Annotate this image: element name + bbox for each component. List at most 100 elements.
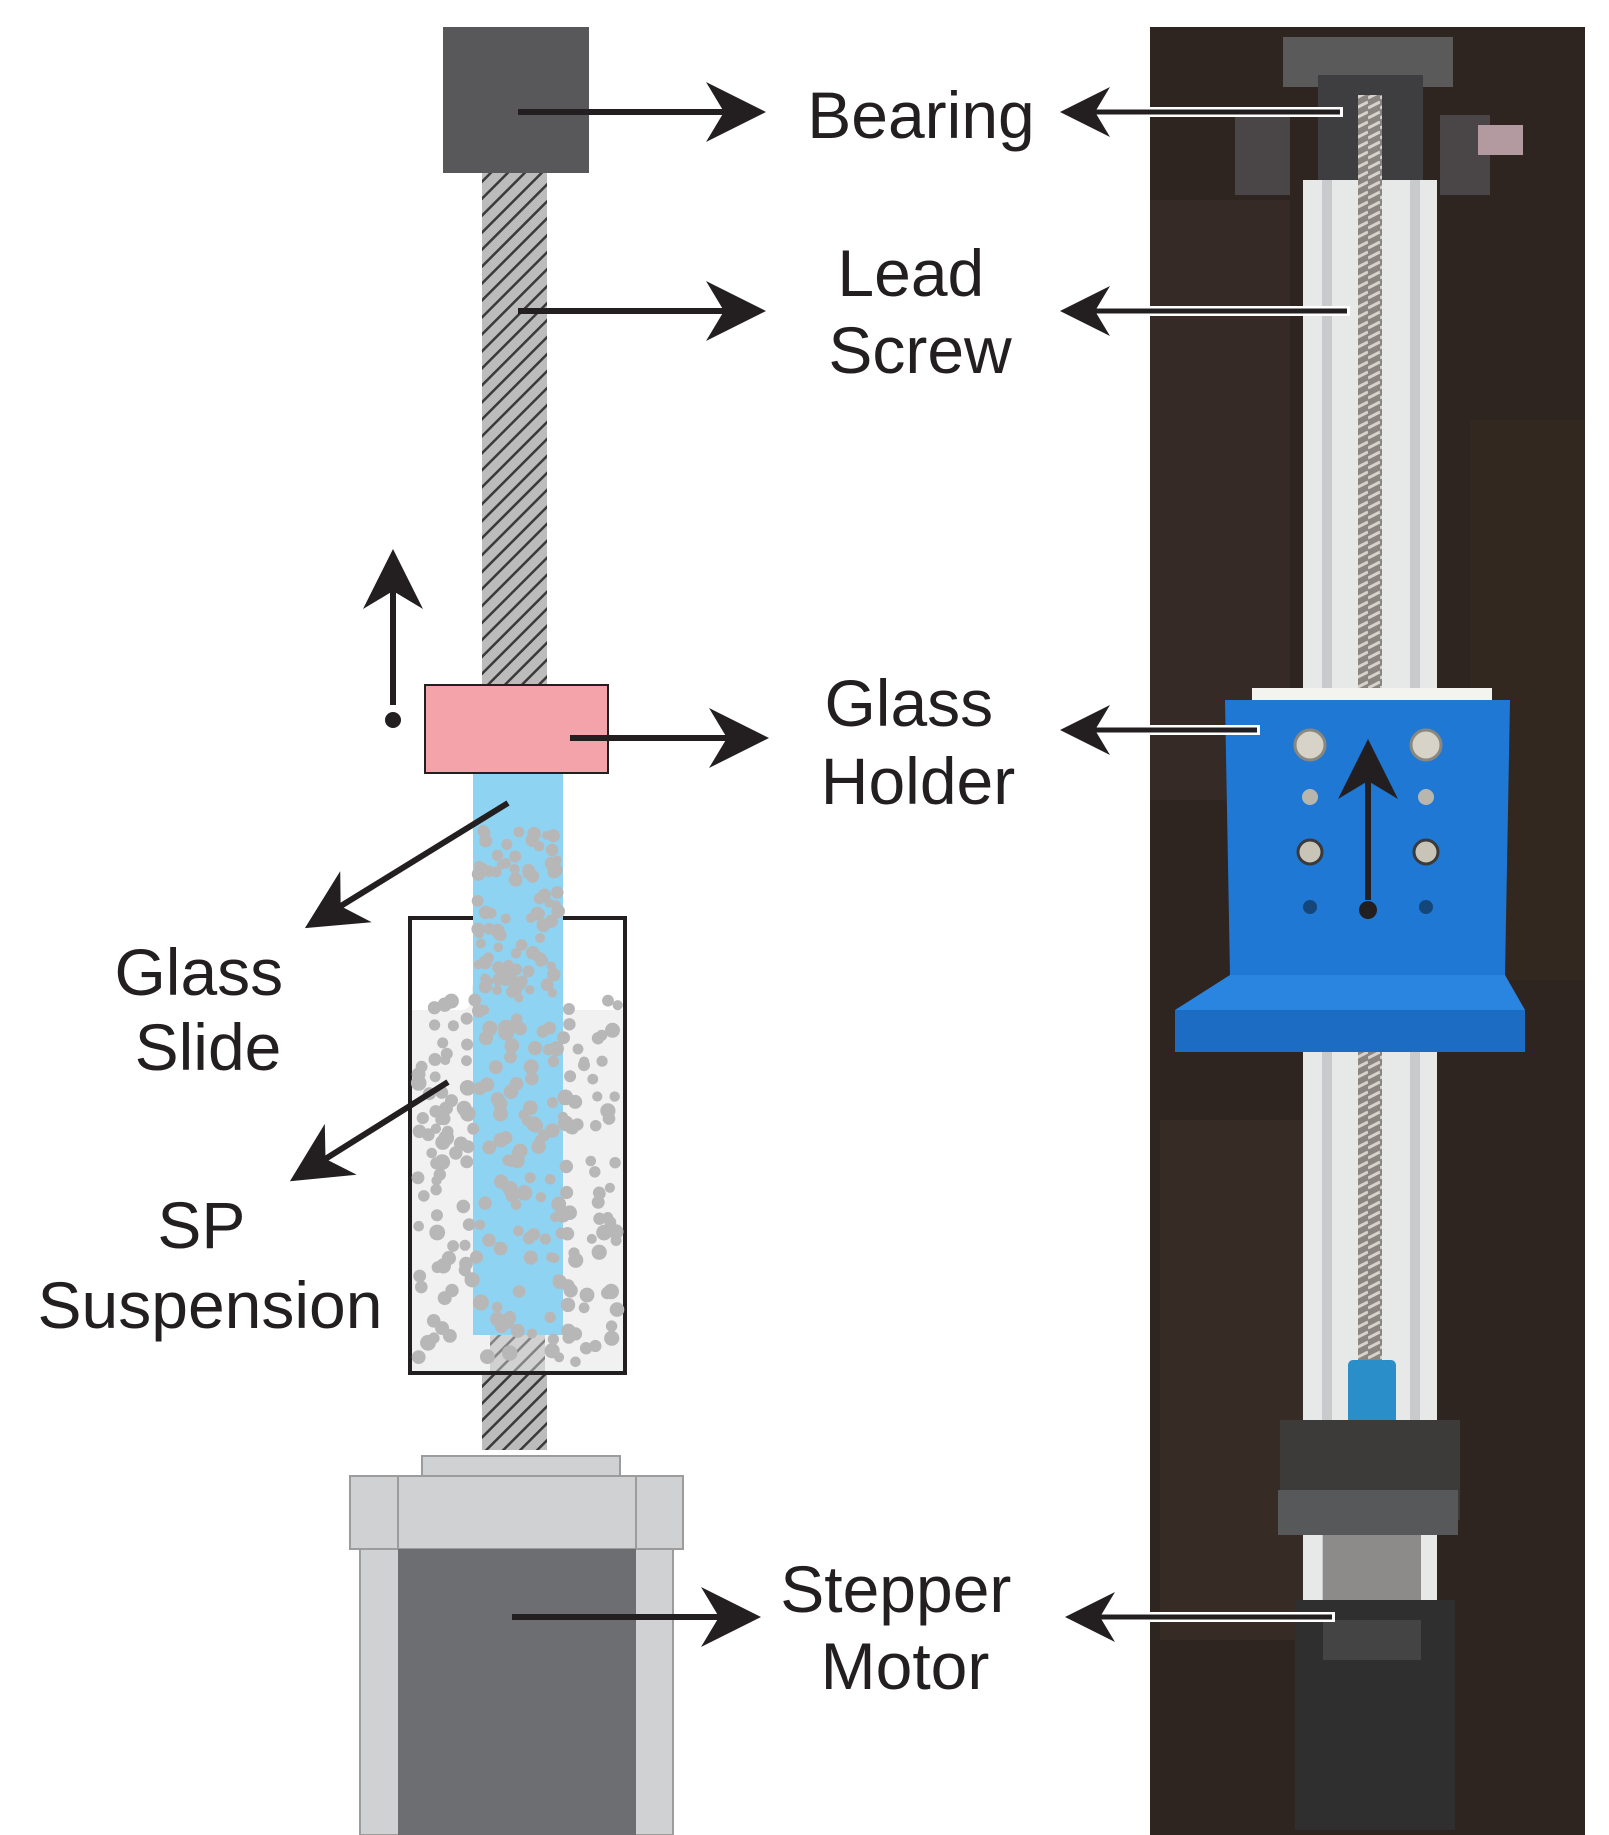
motion-origin-dot bbox=[385, 712, 401, 728]
sp-particle bbox=[564, 1122, 577, 1134]
sp-suspension-pointer-arrow bbox=[289, 1079, 450, 1182]
stepper-motor-label-line1: Stepper bbox=[780, 1552, 1011, 1626]
sp-suspension-label-line1: SP bbox=[157, 1188, 244, 1262]
sp-particle bbox=[460, 1012, 473, 1025]
sp-particle bbox=[547, 988, 558, 998]
sp-particle bbox=[526, 949, 536, 959]
sp-particle bbox=[493, 1106, 508, 1122]
sp-particle bbox=[512, 872, 522, 883]
sp-particle bbox=[429, 1071, 441, 1083]
sp-particle bbox=[478, 1196, 492, 1210]
sp-particle bbox=[548, 1041, 564, 1057]
sp-particle bbox=[504, 1050, 517, 1064]
photo-holder-holes bbox=[1293, 728, 1443, 914]
sp-particle bbox=[482, 976, 494, 987]
sp-particle bbox=[471, 922, 485, 936]
schematic bbox=[289, 27, 769, 1835]
sp-particle bbox=[609, 1302, 625, 1317]
sp-particle bbox=[555, 1227, 568, 1240]
sp-particle bbox=[479, 834, 493, 848]
sp-particle bbox=[439, 1101, 453, 1116]
sp-particle bbox=[570, 1356, 581, 1368]
sp-particle bbox=[501, 838, 513, 850]
sp-particle bbox=[596, 1029, 608, 1041]
sp-particle bbox=[430, 1184, 442, 1196]
sp-particle bbox=[592, 1091, 603, 1102]
sp-particle bbox=[516, 975, 528, 987]
sp-particle bbox=[593, 1212, 606, 1225]
sp-particle bbox=[546, 1097, 558, 1108]
sp-particle bbox=[469, 1250, 484, 1264]
motor-top-collar bbox=[421, 1455, 621, 1477]
sp-particle bbox=[461, 1055, 472, 1067]
sp-particle bbox=[561, 1323, 576, 1339]
sp-particle bbox=[564, 1070, 577, 1083]
sp-suspension-label: SP Suspension bbox=[38, 1188, 383, 1342]
sp-particle bbox=[413, 1220, 425, 1232]
stepper-motor-label-line2: Motor bbox=[821, 1629, 990, 1703]
sp-particle bbox=[509, 864, 520, 875]
sp-particle bbox=[473, 960, 483, 970]
sp-particle bbox=[488, 1060, 503, 1075]
sp-particle bbox=[447, 1240, 459, 1252]
sp-particle bbox=[478, 1031, 494, 1046]
sp-particle bbox=[523, 1059, 539, 1075]
sp-particle bbox=[491, 849, 504, 861]
sp-particle bbox=[535, 1192, 547, 1203]
motor-top-plate bbox=[349, 1475, 684, 1550]
sp-particle bbox=[609, 1157, 621, 1169]
sp-particle bbox=[572, 1043, 584, 1055]
glass-holder-label-line1: Glass bbox=[824, 666, 993, 740]
sp-particle bbox=[515, 939, 528, 951]
glass-slide-bottom-hatch bbox=[490, 1335, 545, 1371]
sp-particle bbox=[480, 1349, 495, 1365]
sp-particle bbox=[589, 1166, 601, 1178]
sp-particle bbox=[474, 1219, 486, 1230]
lead-screw-label: Lead Screw bbox=[828, 236, 1012, 387]
sp-particle bbox=[492, 973, 505, 986]
sp-particle bbox=[591, 1195, 605, 1209]
sp-particle bbox=[462, 1218, 476, 1231]
photo-pink-block bbox=[1478, 125, 1523, 155]
sp-particle bbox=[526, 1116, 542, 1132]
lead-screw-label-line1: Lead bbox=[837, 236, 984, 310]
sp-particle bbox=[563, 1283, 578, 1298]
sp-particle bbox=[530, 906, 545, 921]
glass-slide-label: Glass Slide bbox=[114, 935, 301, 1084]
sp-particle bbox=[459, 1239, 471, 1251]
photo-blue-holder-shelf-front bbox=[1175, 1010, 1525, 1052]
sp-particle bbox=[416, 1112, 429, 1125]
sp-particle bbox=[493, 1241, 508, 1256]
sp-particle bbox=[510, 948, 522, 959]
sp-particle bbox=[504, 1038, 520, 1054]
sp-particle bbox=[413, 1269, 427, 1283]
photo-pointer-arrows bbox=[1060, 87, 1350, 1642]
sp-particle bbox=[483, 952, 494, 964]
sp-particle bbox=[437, 997, 452, 1012]
sp-particle bbox=[490, 1092, 505, 1106]
sp-particle bbox=[579, 1342, 593, 1355]
sp-particle bbox=[554, 1352, 565, 1363]
sp-particle bbox=[440, 1047, 453, 1060]
sp-particle bbox=[457, 1137, 468, 1148]
sp-particle bbox=[509, 850, 522, 863]
sp-particle bbox=[533, 892, 546, 905]
sp-particle bbox=[536, 1025, 549, 1038]
sp-particle bbox=[411, 1171, 425, 1185]
sp-particle bbox=[523, 1250, 538, 1265]
sp-particle bbox=[547, 1055, 560, 1068]
sp-particle bbox=[525, 1071, 539, 1086]
sp-particle bbox=[437, 1037, 449, 1049]
sp-particle bbox=[605, 1320, 618, 1332]
motor-body bbox=[398, 1549, 636, 1835]
sp-particle bbox=[546, 1252, 557, 1263]
sp-particle bbox=[426, 1147, 438, 1159]
sp-particle bbox=[559, 1159, 573, 1174]
sp-particle bbox=[493, 942, 504, 953]
sp-particle bbox=[563, 1018, 576, 1031]
glass-holder-block bbox=[424, 684, 609, 774]
sp-particle bbox=[437, 1291, 452, 1306]
sp-particle bbox=[544, 1174, 556, 1185]
sp-particle bbox=[522, 863, 535, 877]
sp-particle bbox=[467, 1122, 480, 1135]
